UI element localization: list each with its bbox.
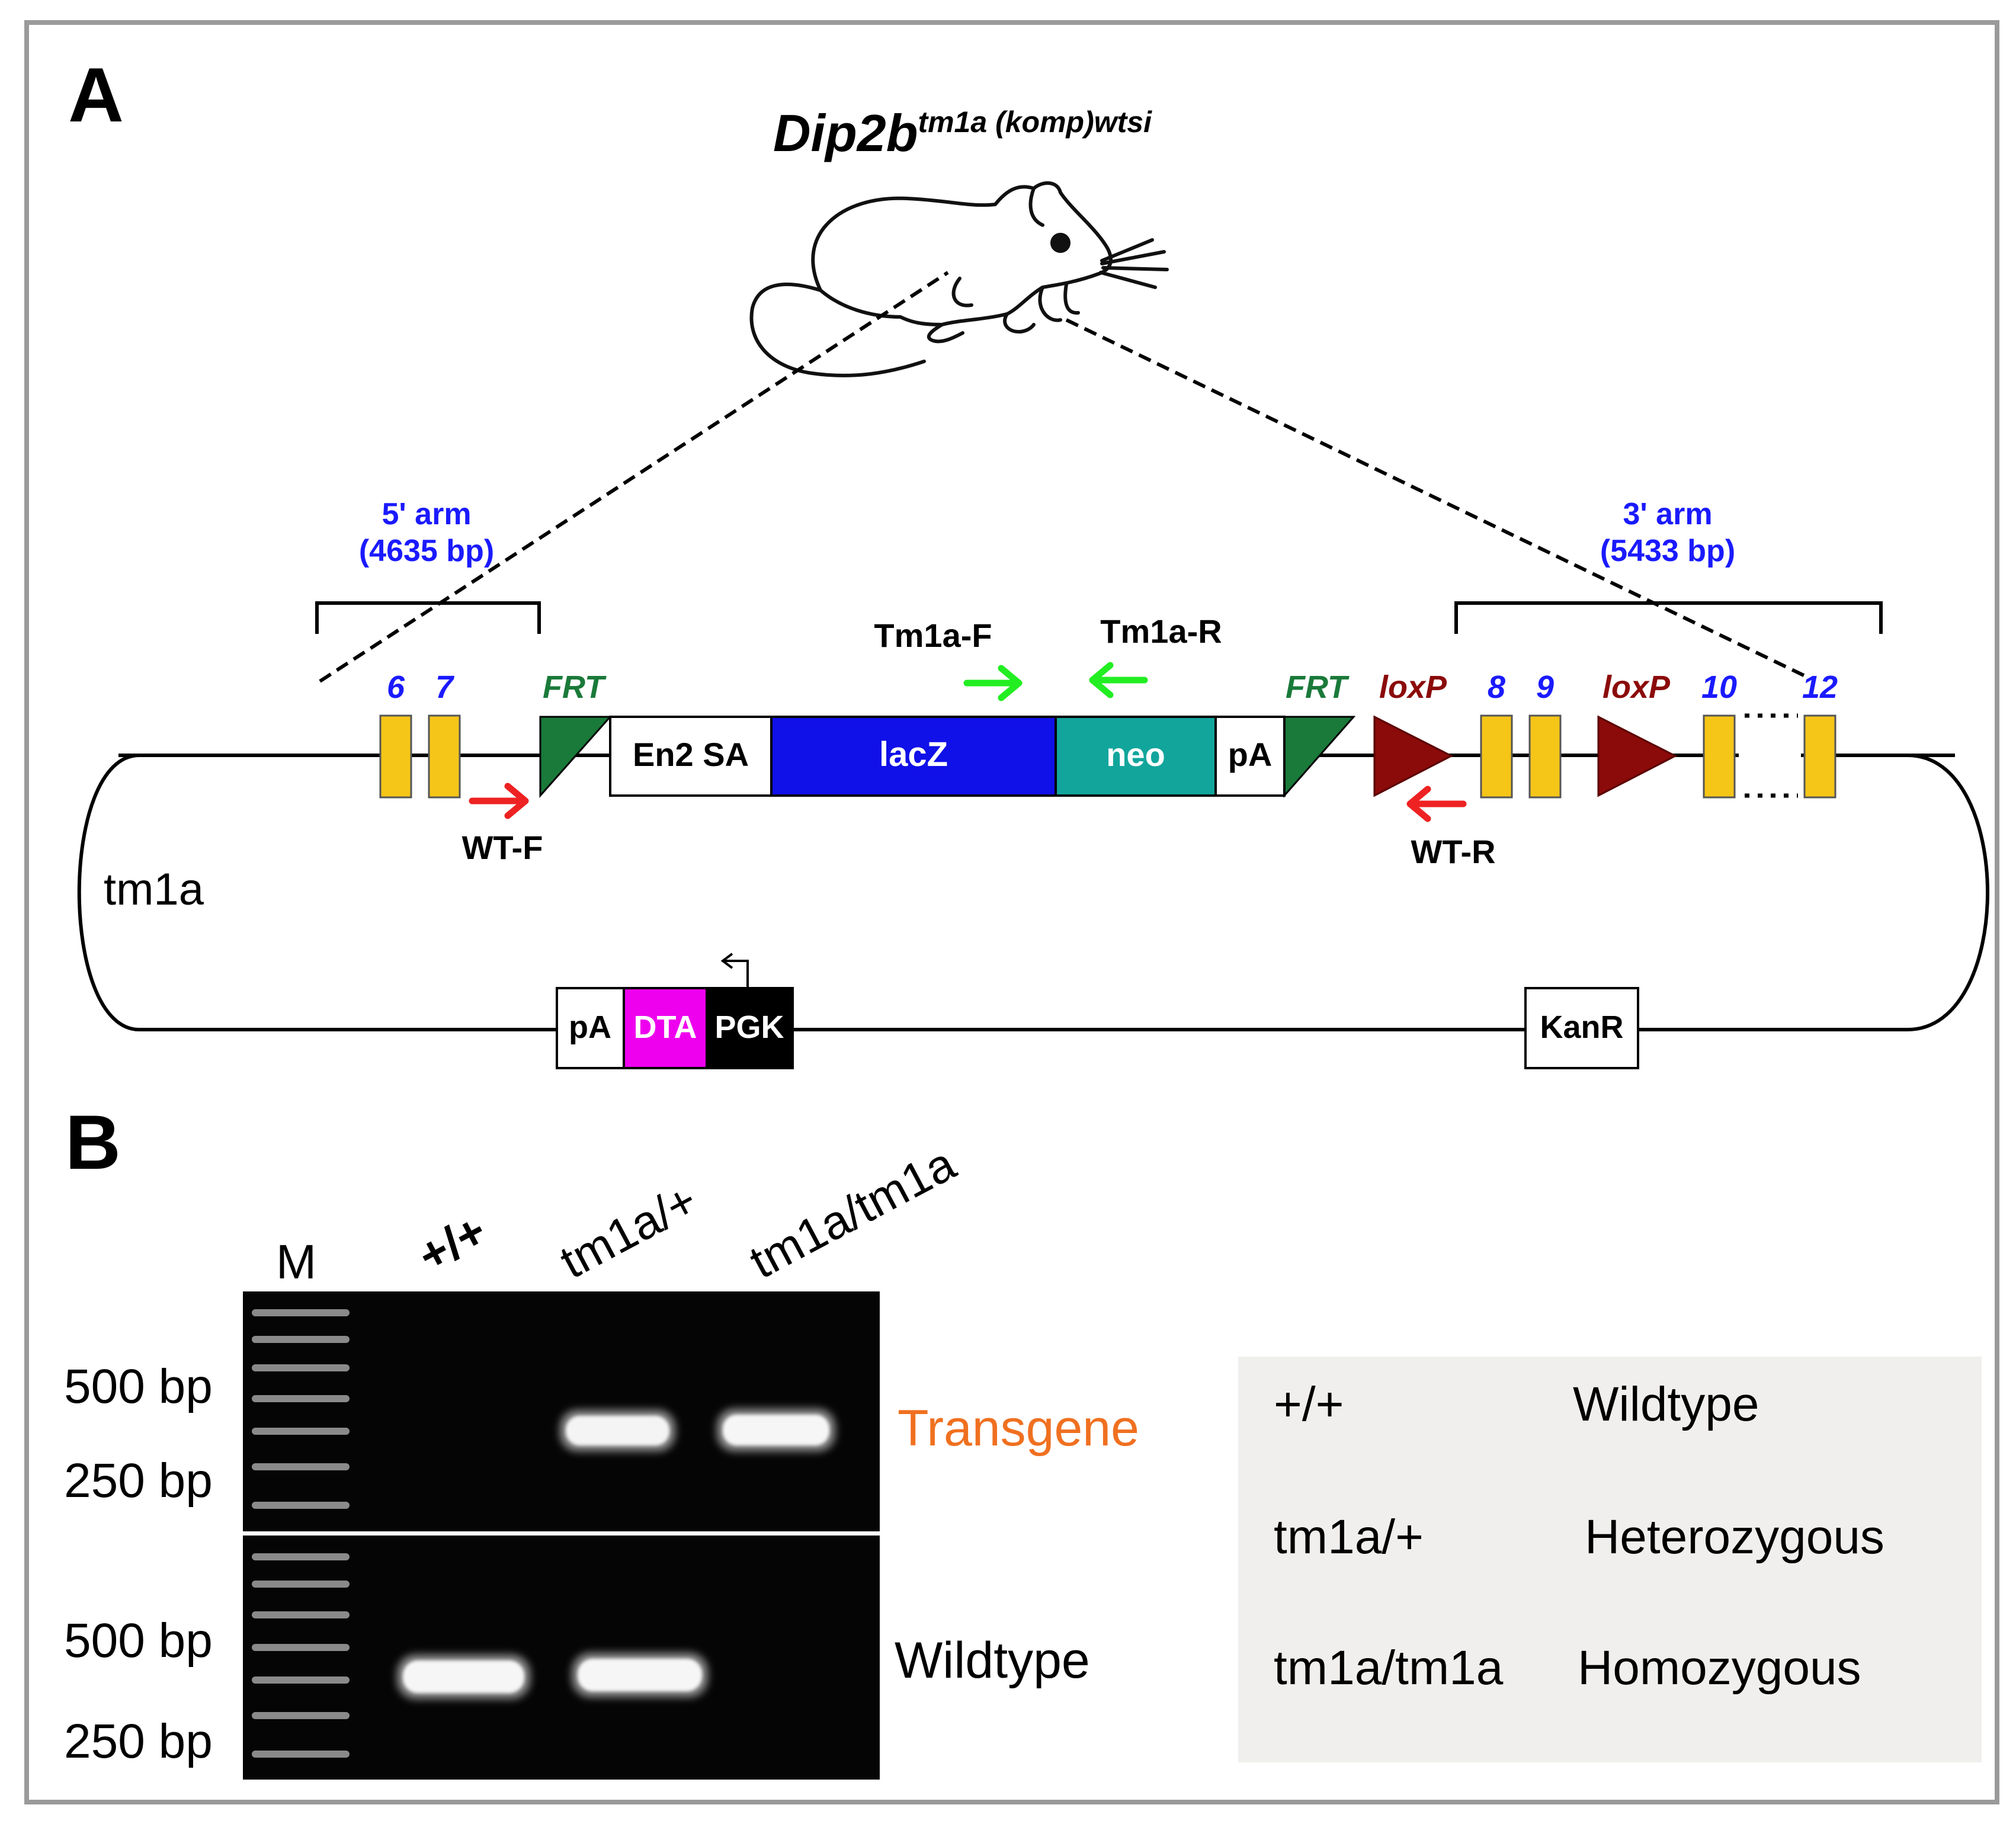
marker-ladder-top: [252, 1309, 350, 1509]
backbone-pa-box: [556, 987, 625, 1069]
exon-7-label: 7: [435, 669, 455, 705]
exon-12-label: 12: [1802, 669, 1838, 705]
legend-meaning-1: Heterozygous: [1585, 1510, 1884, 1564]
exon-8: [1480, 714, 1513, 799]
primer-tm1a-f-arrow: [963, 665, 1023, 701]
legend-genotype-2: tm1a/tm1a: [1274, 1641, 1504, 1695]
genotype-legend: [1238, 1357, 1982, 1762]
gel-label-wildtype: Wildtype: [895, 1632, 1090, 1689]
dta-label: DTA: [634, 1009, 697, 1045]
gel-wildtype: [243, 1536, 880, 1780]
backbone-pa-label: pA: [569, 1009, 611, 1045]
lacz-label: lacZ: [879, 735, 948, 774]
pa-label: pA: [1228, 736, 1273, 773]
gel-divider: [243, 1531, 880, 1536]
band-wildtype-het: [572, 1653, 708, 1697]
marker-500-top: 500 bp: [64, 1360, 213, 1413]
arm5-label-line1: 5' arm: [382, 497, 471, 531]
loxp-label-1: loxP: [1379, 669, 1447, 705]
exon-6: [379, 714, 412, 799]
allele-superscript: tm1a (komp)wtsi: [918, 105, 1152, 139]
pgk-promoter-arrow-icon: [720, 953, 749, 988]
exon-12: [1803, 714, 1836, 799]
band-wildtype-wt: [397, 1655, 530, 1699]
pgk-box: [706, 987, 794, 1069]
exon-gap: [1739, 746, 1801, 764]
exon-7: [428, 714, 461, 799]
exon-9: [1528, 714, 1562, 799]
marker-500-bottom: 500 bp: [64, 1614, 213, 1668]
neo-box: [1055, 716, 1217, 797]
loxp-site-1: [1373, 715, 1454, 797]
exon-10-label: 10: [1701, 669, 1737, 705]
legend-genotype-1: tm1a/+: [1274, 1510, 1424, 1564]
panel-a-label: A: [68, 52, 124, 138]
en2sa-box: [609, 716, 773, 797]
exon-6-label: 6: [387, 669, 405, 705]
pgk-label: PGK: [714, 1009, 784, 1045]
frt-label-right: FRT: [1286, 669, 1350, 705]
neo-label: neo: [1106, 736, 1165, 773]
mouse-illustration: [749, 181, 1169, 377]
lane-header-m: M: [276, 1235, 316, 1289]
primer-wt-r-label: WT-R: [1411, 833, 1495, 870]
primer-wt-f-arrow: [469, 783, 529, 819]
exon-10: [1703, 714, 1736, 799]
primer-tm1a-r-label: Tm1a-R: [1100, 613, 1222, 650]
lacz-box: [770, 716, 1057, 797]
kanr-box: [1524, 987, 1639, 1069]
marker-250-bottom: 250 bp: [64, 1714, 213, 1768]
frt-site-left: [539, 716, 613, 798]
exon-8-label: 8: [1488, 669, 1505, 705]
allele-label: tm1a: [104, 864, 204, 915]
primer-tm1a-r-arrow: [1089, 662, 1148, 698]
band-transgene-het: [560, 1410, 675, 1451]
arm5-bracket: [315, 601, 541, 634]
band-transgene-hom: [717, 1409, 835, 1451]
arm5-label-line2: (4635 bp): [359, 534, 494, 568]
arm3-bracket: [1454, 601, 1883, 634]
loxp-label-2: loxP: [1602, 669, 1671, 705]
pa-box: [1214, 716, 1286, 797]
gene-symbol: Dip2b: [773, 104, 918, 162]
en2sa-label: En2 SA: [633, 736, 749, 773]
loxp-site-2: [1597, 715, 1678, 797]
projection-line-left: [319, 271, 949, 683]
panel-b-label: B: [65, 1099, 121, 1185]
kanr-label: KanR: [1540, 1009, 1623, 1045]
arm3-label-line2: (5433 bp): [1600, 534, 1735, 568]
marker-250-top: 250 bp: [64, 1454, 213, 1508]
plasmid-backbone: [77, 754, 1989, 1031]
legend-meaning-0: Wildtype: [1573, 1377, 1759, 1431]
gel-label-transgene: Transgene: [898, 1400, 1139, 1457]
arm3-label-line1: 3' arm: [1623, 497, 1712, 531]
projection-line-right: [1065, 318, 1811, 680]
primer-wt-r-arrow: [1406, 786, 1467, 822]
marker-ladder-bottom: [252, 1553, 350, 1758]
gene-title: Dip2btm1a (komp)wtsi: [773, 104, 1152, 162]
primer-tm1a-f-label: Tm1a-F: [874, 617, 992, 654]
frt-label-left: FRT: [543, 669, 607, 705]
legend-meaning-2: Homozygous: [1578, 1641, 1861, 1695]
primer-wt-f-label: WT-F: [462, 829, 543, 866]
exon-9-label: 9: [1536, 669, 1554, 705]
legend-genotype-0: +/+: [1274, 1377, 1344, 1431]
